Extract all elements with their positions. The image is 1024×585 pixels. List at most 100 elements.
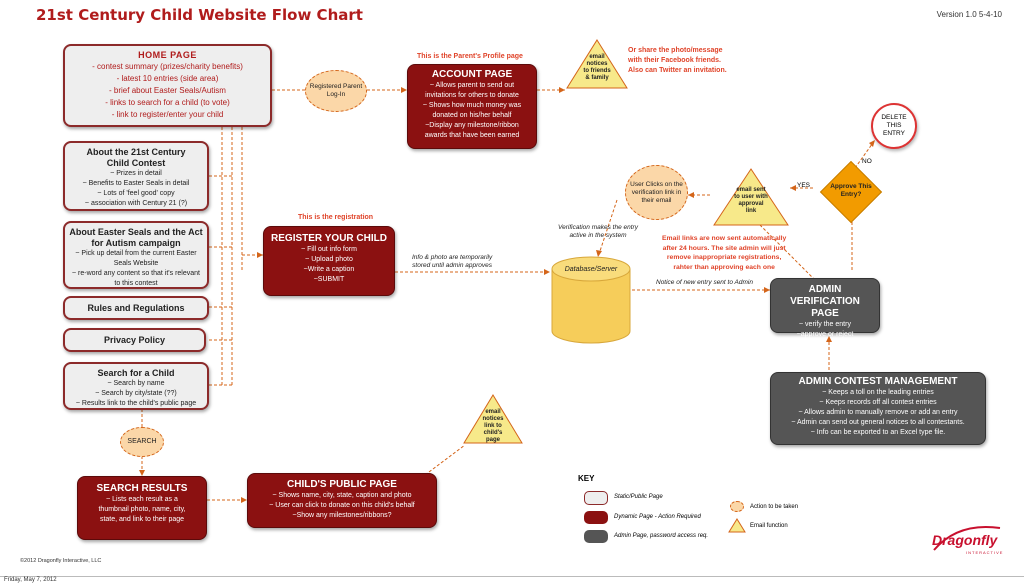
delete-circle[interactable]: DELETE THIS ENTRY [871, 103, 917, 149]
search-results-line: thumbnail photo, name, city, [98, 506, 186, 513]
privacy-title: Privacy Policy [103, 335, 166, 345]
admin-verify-line: ~approve or reject [796, 331, 854, 338]
register-box[interactable]: REGISTER YOUR CHILD ~ Fill out info form… [263, 226, 395, 296]
search-box[interactable]: Search for a Child ~ Search by name ~ Se… [63, 362, 209, 410]
account-line: ~ Shows how much money was [422, 102, 522, 109]
search-results-line: state, and link to their page [99, 516, 185, 523]
register-line: ~ Fill out info form [301, 246, 357, 253]
email-triangle-shape [566, 39, 628, 89]
email-triangle-shape [463, 394, 523, 444]
privacy-box[interactable]: Privacy Policy [63, 328, 206, 352]
dragonfly-logo: Dragonfly INTERACTIVE [928, 520, 1008, 560]
search-results-line: ~ Lists each result as a [106, 496, 178, 503]
admin-contest-line: ~ Info can be exported to an Excel type … [810, 429, 946, 436]
search-line: ~ Search by city/state (??) [95, 390, 177, 397]
auto-note: Email links are now sent automatically a… [662, 234, 786, 272]
page-title: 21st Century Child Website Flow Chart [36, 6, 363, 24]
copyright: ©2012 Dragonfly Interactive, LLC [20, 558, 102, 564]
share-note-line: with their Facebook friends. [628, 57, 721, 64]
legend-email-label: Email function [750, 523, 788, 529]
home-line: - latest 10 entries (side area) [116, 74, 219, 83]
email-triangle-shape [713, 168, 789, 226]
auto-note-line: rahter than approving each one [673, 263, 775, 271]
about-contest-line: ~ Benefits to Easter Seals in detail [82, 180, 190, 187]
approve-text: Approve This Entry? [830, 183, 872, 198]
verify-note: Verification makes the entry active in t… [558, 224, 638, 240]
register-title: REGISTER YOUR CHILD [271, 233, 387, 244]
admin-contest-title: ADMIN CONTEST MANAGEMENT [798, 376, 958, 387]
legend-dynamic-swatch [584, 511, 608, 524]
rules-title: Rules and Regulations [87, 303, 185, 313]
register-line: ~Write a caption [303, 266, 355, 273]
logo-text: Dragonfly [932, 532, 998, 548]
about-contest-box[interactable]: About the 21st Century Child Contest ~ P… [63, 141, 209, 211]
home-page-box[interactable]: HOME PAGE - contest summary (prizes/char… [63, 44, 272, 127]
home-line: - brief about Easter Seals/Autism [109, 86, 226, 95]
admin-contest-line: ~ Admin can send out general notices to … [791, 419, 965, 426]
email-approval-text: email sent to user with approval link [734, 187, 768, 214]
auto-note-line: after 24 hours. The site admin will just [662, 244, 786, 252]
account-line: donated on his/her behalf [432, 112, 512, 119]
public-page-line: ~ Shows name, city, state, caption and p… [272, 492, 412, 499]
legend-static-label: Static/Public Page [614, 494, 663, 500]
account-line: ~Display any milestone/ribbon [425, 122, 519, 129]
email-approval-triangle: email sent to user with approval link [712, 167, 790, 227]
account-note: This is the Parent's Profile page [417, 53, 523, 60]
rules-box[interactable]: Rules and Regulations [63, 296, 209, 320]
home-line: - contest summary (prizes/charity benefi… [92, 62, 243, 71]
home-line: - links to search for a child (to vote) [105, 98, 230, 107]
admin-verify-line: ~ verify the entry [799, 321, 851, 328]
about-contest-line: ~ Prizes in detail [110, 170, 162, 177]
logo-swoosh-icon [933, 526, 1001, 551]
legend: KEY Static/Public Page Dynamic Page - Ac… [578, 474, 798, 544]
public-page-box[interactable]: CHILD'S PUBLIC PAGE ~ Shows name, city, … [247, 473, 437, 528]
about-contest-line: ~ association with Century 21 (?) [84, 200, 188, 207]
account-line: awards that have been earned [424, 132, 520, 139]
database-label: Database/Server [564, 266, 618, 273]
account-page-box[interactable]: ACCOUNT PAGE ~ Allows parent to send out… [407, 64, 537, 149]
search-line: ~ Search by name [107, 380, 165, 387]
registered-login-action: Registered Parent Log-In [305, 70, 367, 112]
legend-action-label: Action to be taken [750, 504, 799, 510]
database-cylinder: Database/Server [550, 255, 632, 345]
home-line: - link to register/enter your child [111, 110, 224, 119]
public-page-title: CHILD'S PUBLIC PAGE [287, 479, 397, 490]
register-note: This is the registration [298, 214, 374, 221]
admin-contest-box[interactable]: ADMIN CONTEST MANAGEMENT ~ Keeps a toll … [770, 372, 986, 445]
account-line: ~ Allows parent to send out [429, 82, 515, 89]
search-action: SEARCH [120, 427, 164, 457]
logo-subtext: INTERACTIVE [966, 550, 1004, 555]
legend-static-swatch [584, 491, 608, 505]
account-line: invitations for others to donate [425, 92, 519, 99]
register-line: ~SUBMIT [313, 276, 345, 283]
auto-note-line: Email links are now sent automatically [662, 235, 787, 242]
print-date: Friday, May 7, 2012 [4, 577, 57, 583]
search-results-title: SEARCH RESULTS [96, 483, 188, 494]
about-contest-line: ~ Lots of 'feel good' copy [97, 190, 175, 197]
about-contest-title: About the 21st Century Child Contest [86, 147, 186, 168]
user-clicks-action: User Clicks on the verification link in … [625, 165, 688, 220]
public-page-line: ~ User can click to donate on this child… [269, 502, 415, 509]
register-line: ~ Upload photo [305, 256, 353, 263]
search-results-box[interactable]: SEARCH RESULTS ~ Lists each result as a … [77, 476, 207, 540]
legend-dynamic-label: Dynamic Page - Action Required [614, 514, 701, 520]
database-icon [551, 256, 631, 344]
admin-contest-line: ~ Allows admin to manually remove or add… [798, 409, 958, 416]
about-seals-box[interactable]: About Easter Seals and the Act for Autis… [63, 221, 209, 289]
legend-admin-label: Admin Page, password access req. [614, 533, 709, 539]
version-label: Version 1.0 5-4-10 [936, 10, 1002, 19]
share-note-line: Also can Twitter an invitation. [628, 67, 727, 74]
admin-verify-title: ADMIN VERIFICATION PAGE [790, 284, 860, 319]
home-title: HOME PAGE [138, 50, 197, 60]
delete-text: DELETE THIS ENTRY [881, 114, 907, 137]
email-public-triangle: email notices link to child's page [462, 393, 524, 445]
legend-email-icon [728, 518, 746, 533]
about-seals-title: About Easter Seals and the Act for Autis… [69, 227, 203, 248]
info-note: Info & photo are temporarily stored unti… [412, 254, 492, 270]
email-public-text: email notices link to child's page [482, 409, 504, 443]
share-note: Or share the photo/message with their Fa… [628, 46, 727, 76]
admin-contest-line: ~ Keeps a toll on the leading entries [822, 389, 934, 396]
admin-verify-box[interactable]: ADMIN VERIFICATION PAGE ~ verify the ent… [770, 278, 880, 338]
search-line: ~ Results link to the child's public pag… [75, 400, 197, 407]
